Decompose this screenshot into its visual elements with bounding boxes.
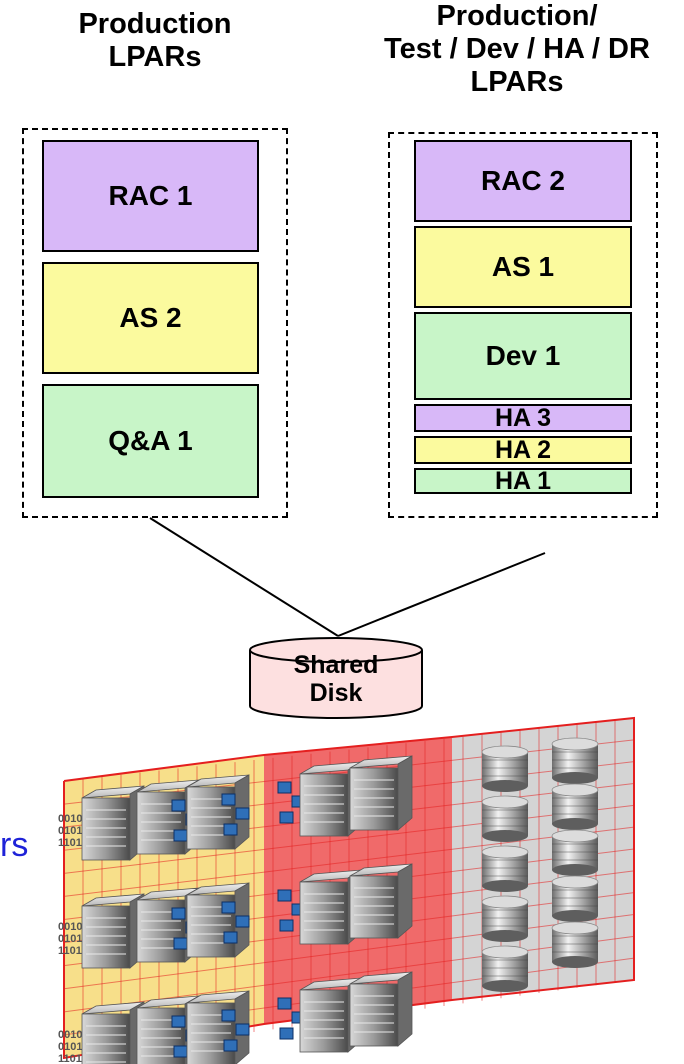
storage-cylinder-icon	[481, 845, 529, 892]
storage-group	[481, 737, 599, 992]
lpar-rac-1: RAC 1	[42, 140, 259, 252]
side-text-fragment: rs	[0, 826, 29, 864]
storage-cylinder-icon	[551, 875, 599, 922]
mixed-lpar-group	[388, 132, 658, 518]
lpar-rac-2: RAC 2	[414, 140, 632, 222]
storage-cylinder-icon	[551, 921, 599, 968]
network-node-icon	[221, 793, 250, 836]
network-node-icon	[277, 997, 306, 1040]
storage-cylinder-icon	[551, 829, 599, 876]
lpar-as-1: AS 1	[414, 226, 632, 308]
svg-text:0010: 0010	[58, 1029, 82, 1041]
production-lpar-group	[22, 128, 288, 518]
server-tower-icon	[81, 1001, 145, 1064]
svg-text:0101: 0101	[58, 1041, 82, 1053]
svg-text:1101: 1101	[58, 945, 82, 957]
server-tower-icon	[299, 761, 363, 837]
svg-text:0010: 0010	[58, 813, 82, 825]
server-tower-icon	[349, 755, 413, 831]
right-group-title: Production/ Test / Dev / HA / DR LPARs	[384, 0, 650, 98]
lpar-qa-1: Q&A 1	[42, 384, 259, 498]
lpar-ha-1: HA 1	[414, 468, 632, 494]
lpar-as-2: AS 2	[42, 262, 259, 374]
left-connection-line	[149, 517, 339, 637]
storage-cylinder-icon	[481, 895, 529, 942]
storage-cylinder-icon	[551, 783, 599, 830]
server-tower-icon	[349, 971, 413, 1047]
storage-cylinder-icon	[481, 945, 529, 992]
network-node-icon	[221, 1009, 250, 1052]
storage-cylinder-icon	[551, 737, 599, 784]
svg-text:1101: 1101	[58, 837, 82, 849]
svg-text:1101: 1101	[58, 1053, 82, 1064]
storage-cylinder-icon	[481, 745, 529, 792]
lpar-ha-3: HA 3	[414, 404, 632, 432]
left-group-title: Production LPARs	[78, 8, 232, 73]
network-node-icon	[277, 889, 306, 932]
shared-disk-icon	[249, 637, 423, 719]
storage-cylinder-icon	[481, 795, 529, 842]
network-node-icon	[221, 901, 250, 944]
svg-text:0010: 0010	[58, 921, 82, 933]
svg-text:0101: 0101	[58, 825, 82, 837]
connection-diagram	[149, 517, 546, 719]
gray-panel	[452, 718, 634, 1000]
lpar-ha-2: HA 2	[414, 436, 632, 464]
svg-text:0101: 0101	[58, 933, 82, 945]
right-connection-line	[337, 552, 546, 637]
shared-disk-label: Shared Disk	[293, 651, 379, 707]
lpar-dev-1: Dev 1	[414, 312, 632, 400]
server-tower-icon	[349, 863, 413, 939]
